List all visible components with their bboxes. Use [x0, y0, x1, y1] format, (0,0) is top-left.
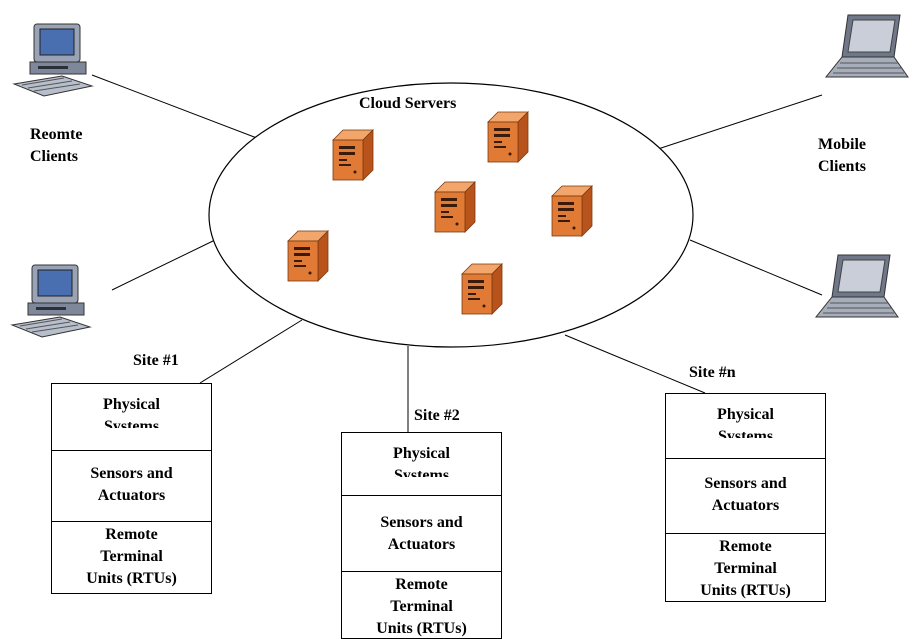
layer-line: Remote: [105, 526, 158, 543]
site-1-label: Site #1: [133, 352, 179, 369]
mobile-clients-line2: Clients: [818, 158, 866, 175]
link-remote-bottom: [111, 239, 216, 291]
sensors-actuators-layer: Sensors and Actuators: [52, 450, 211, 521]
layer-line: Actuators: [97, 487, 166, 504]
layer-line: Actuators: [711, 497, 780, 514]
site-n-stack: Physical Systems Sensors and Actuators R…: [665, 393, 826, 602]
mobile-clients-line1: Mobile: [818, 136, 866, 153]
desktop-computer-icon: [11, 264, 91, 338]
server-icon: [434, 181, 476, 233]
rtu-layer: Remote Terminal Units (RTUs): [666, 533, 825, 601]
server-icon: [487, 111, 529, 163]
layer-line: Units (RTUs): [86, 570, 177, 587]
layer-line: Terminal: [390, 598, 453, 615]
remote-clients-line1: Reomte: [30, 126, 83, 143]
layer-line: Remote: [719, 538, 772, 555]
link-remote-top: [91, 74, 263, 141]
physical-systems-layer: Physical Systems: [666, 404, 825, 458]
layer-line: Units (RTUs): [700, 582, 791, 599]
layer-line: Terminal: [714, 560, 777, 577]
physical-systems-layer: Physical Systems: [342, 443, 501, 495]
layer-line: Units (RTUs): [376, 620, 467, 637]
remote-clients-label: Reomte Clients: [30, 124, 82, 168]
layer-line: Systems: [393, 467, 450, 477]
layer-line: Systems: [103, 418, 160, 428]
mobile-clients-label: Mobile Clients: [818, 134, 866, 178]
server-icon: [287, 230, 329, 282]
sensors-actuators-layer: Sensors and Actuators: [666, 458, 825, 533]
layer-line: Physical: [717, 406, 774, 423]
laptop-icon: [825, 14, 909, 78]
layer-line: Sensors and: [380, 514, 463, 531]
layer-line: Terminal: [100, 548, 163, 565]
link-site-n: [564, 334, 706, 394]
server-icon: [461, 263, 503, 315]
laptop-icon: [815, 254, 899, 318]
remote-clients-line2: Clients: [30, 148, 78, 165]
rtu-layer: Remote Terminal Units (RTUs): [52, 521, 211, 593]
layer-line: Physical: [103, 396, 160, 413]
cloud-title: Cloud Servers: [359, 95, 457, 112]
site-1-stack: Physical Systems Sensors and Actuators R…: [51, 383, 212, 594]
link-mobile-top: [654, 94, 823, 151]
server-icon: [332, 129, 374, 181]
link-mobile-bottom: [689, 239, 823, 296]
server-icon: [551, 185, 593, 237]
desktop-computer-icon: [13, 23, 93, 97]
sensors-actuators-layer: Sensors and Actuators: [342, 495, 501, 571]
layer-line: Sensors and: [704, 475, 787, 492]
rtu-layer: Remote Terminal Units (RTUs): [342, 571, 501, 638]
link-site-1: [199, 319, 303, 384]
layer-line: Actuators: [387, 536, 456, 553]
site-n-label: Site #n: [689, 364, 736, 381]
layer-line: Systems: [717, 428, 774, 438]
site-2-label: Site #2: [414, 407, 460, 424]
site-2-stack: Physical Systems Sensors and Actuators R…: [341, 432, 502, 639]
physical-systems-layer: Physical Systems: [52, 394, 211, 450]
layer-line: Physical: [393, 445, 450, 462]
layer-line: Sensors and: [90, 465, 173, 482]
layer-line: Remote: [395, 576, 448, 593]
